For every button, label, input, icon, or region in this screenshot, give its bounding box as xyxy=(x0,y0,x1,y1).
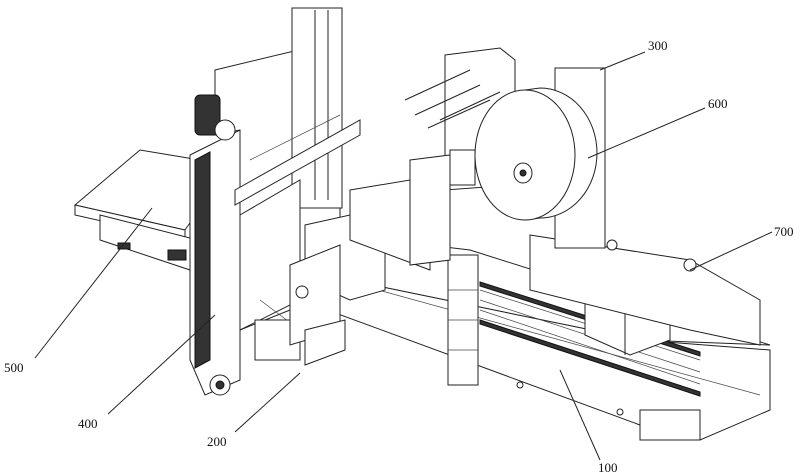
label-600: 600 xyxy=(708,96,728,111)
label-100: 100 xyxy=(598,460,618,475)
leader-lines xyxy=(34,51,773,461)
label-400: 400 xyxy=(78,416,98,431)
label-300: 300 xyxy=(648,38,668,53)
label-200: 200 xyxy=(207,434,227,449)
label-700: 700 xyxy=(774,224,794,239)
film-roll-600 xyxy=(474,87,598,221)
label-500: 500 xyxy=(4,360,24,375)
